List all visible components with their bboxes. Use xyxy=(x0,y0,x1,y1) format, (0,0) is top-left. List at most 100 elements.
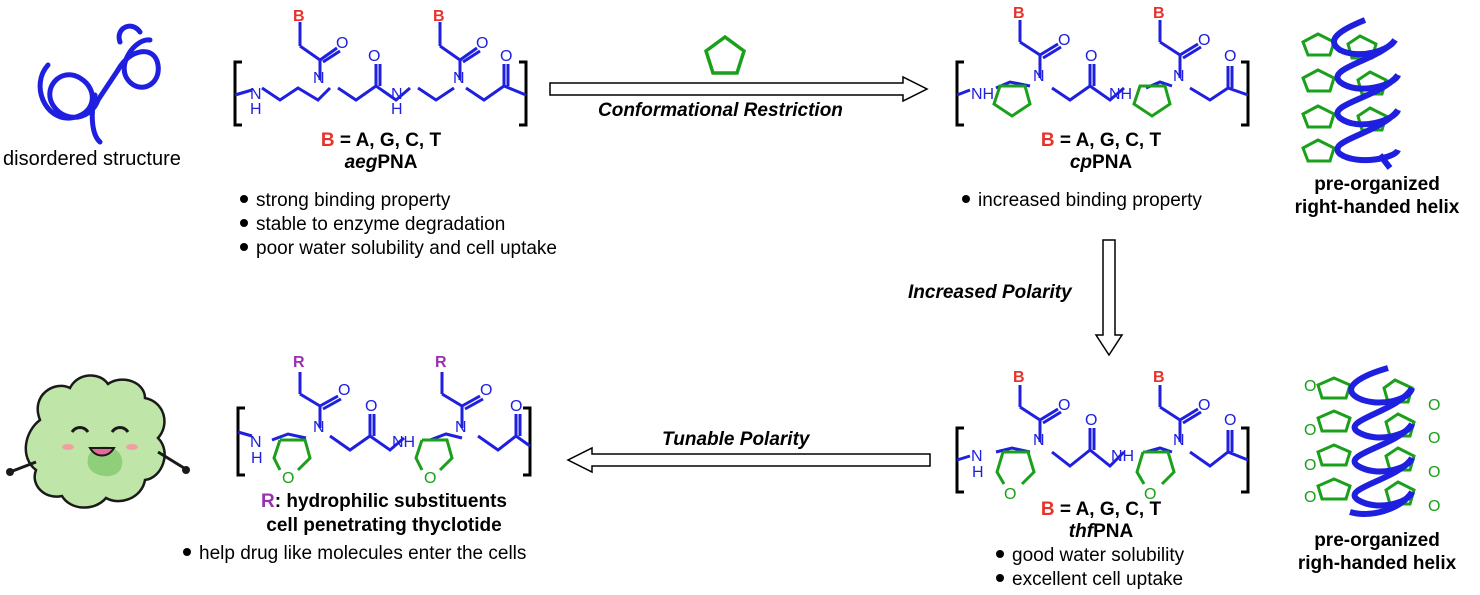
ring-oxygen-label: O xyxy=(1144,486,1157,503)
arrow-right-label: Increased Polarity xyxy=(908,282,1072,303)
helix-oxygen-label: O xyxy=(1428,397,1441,414)
helix-oxygen-label: O xyxy=(1428,498,1441,515)
nitrogen-label: N xyxy=(313,419,325,436)
cp-name: cpPNA xyxy=(1070,152,1132,174)
r-line2: cell penetrating thyclotide xyxy=(266,515,502,536)
r-pna-structure xyxy=(236,372,532,477)
cp-pna-structure xyxy=(955,20,1250,127)
nitrogen-label: N xyxy=(1033,68,1045,85)
cell-cartoon xyxy=(6,374,190,509)
aeg-base-prefix: B xyxy=(320,130,335,151)
cp-name-rest: PNA xyxy=(1092,152,1133,173)
nitrogen-label: N xyxy=(455,419,467,436)
oxygen-label: O xyxy=(480,382,493,399)
helix-bottom-graphic xyxy=(1316,365,1416,517)
aeg-name-rest: PNA xyxy=(377,152,418,173)
nh-label: NH xyxy=(1111,448,1135,465)
helix-top-label-line1: pre-organized xyxy=(1314,174,1440,195)
r-bullet: help drug like molecules enter the cells xyxy=(183,543,526,565)
helix-oxygen-label: O xyxy=(1304,489,1317,506)
oxygen-label: O xyxy=(476,35,489,52)
base-label: B xyxy=(1013,5,1025,22)
helix-bottom-label-line1: pre-organized xyxy=(1314,530,1440,551)
r-rest: : hydrophilic substituents xyxy=(274,491,507,512)
base-label: B xyxy=(1013,369,1025,386)
disordered-coil-graphic xyxy=(37,23,161,145)
oxygen-label: O xyxy=(1198,32,1211,49)
r-definition: R: hydrophilic substituents xyxy=(261,491,507,513)
nh-h-label: H xyxy=(251,450,263,467)
nh-n-label: N xyxy=(391,86,403,103)
oxygen-label: O xyxy=(1058,397,1071,414)
nh-h-label: H xyxy=(250,101,262,118)
arrow-tunable-polarity xyxy=(566,446,931,474)
aeg-pna-structure xyxy=(233,22,528,127)
thf-pna-structure xyxy=(955,385,1250,494)
oxygen-label: O xyxy=(1085,412,1098,429)
nh-h-label: H xyxy=(391,101,403,118)
aeg-bullet: strong binding property xyxy=(240,190,450,212)
cp-base-prefix: B xyxy=(1040,130,1055,151)
thf-base-definition: B = A, G, C, T xyxy=(1041,499,1161,521)
helix-oxygen-label: O xyxy=(1428,464,1441,481)
helix-oxygen-label: O xyxy=(1428,430,1441,447)
nh-n-label: N xyxy=(250,86,262,103)
thf-base-prefix: B xyxy=(1040,499,1055,520)
r-label: R xyxy=(435,354,447,371)
aeg-name: aegPNA xyxy=(345,152,418,174)
cp-base-rest: = A, G, C, T xyxy=(1054,130,1162,151)
oxygen-label: O xyxy=(1085,48,1098,65)
helix-top-graphic xyxy=(1301,17,1401,170)
oxygen-label: O xyxy=(365,398,378,415)
nh-label: NH xyxy=(392,434,416,451)
disordered-structure-label: disordered structure xyxy=(3,148,181,170)
nh-n-label: N xyxy=(250,434,262,451)
r-label: R xyxy=(293,354,305,371)
thf-name-italic: thf xyxy=(1068,521,1094,542)
cyclopentane-graphic xyxy=(703,34,747,75)
thf-bullet: excellent cell uptake xyxy=(996,569,1183,591)
helix-oxygen-label: O xyxy=(1304,422,1317,439)
arrow-top-label: Conformational Restriction xyxy=(598,100,843,121)
nh-n-label: N xyxy=(971,448,983,465)
thf-name: thfPNA xyxy=(1069,521,1133,543)
nh-label: NH xyxy=(1109,86,1133,103)
ring-oxygen-label: O xyxy=(424,470,437,487)
aeg-base-definition: B = A, G, C, T xyxy=(321,130,441,152)
oxygen-label: O xyxy=(1198,397,1211,414)
ring-oxygen-label: O xyxy=(1004,486,1017,503)
oxygen-label: O xyxy=(1058,32,1071,49)
helix-oxygen-label: O xyxy=(1304,378,1317,395)
cp-base-definition: B = A, G, C, T xyxy=(1041,130,1161,152)
nh-h-label: H xyxy=(972,464,984,481)
oxygen-label: O xyxy=(338,382,351,399)
aeg-base-rest: = A, G, C, T xyxy=(334,130,442,151)
oxygen-label: O xyxy=(500,48,513,65)
arrow-increased-polarity xyxy=(1094,239,1124,357)
thf-bullet: good water solubility xyxy=(996,545,1184,567)
nitrogen-label: N xyxy=(1173,68,1185,85)
base-label: B xyxy=(433,8,445,25)
r-prefix: R xyxy=(261,491,275,512)
nitrogen-label: N xyxy=(453,70,465,87)
oxygen-label: O xyxy=(368,48,381,65)
thf-base-rest: = A, G, C, T xyxy=(1054,499,1162,520)
nh-label: NH xyxy=(971,86,995,103)
base-label: B xyxy=(1153,369,1165,386)
nitrogen-label: N xyxy=(313,70,325,87)
helix-bottom-label-line2: righ-handed helix xyxy=(1297,553,1457,574)
nitrogen-label: N xyxy=(1033,432,1045,449)
helix-oxygen-label: O xyxy=(1304,457,1317,474)
oxygen-label: O xyxy=(1224,412,1237,429)
aeg-name-italic: aeg xyxy=(344,152,378,173)
cp-bullet: increased binding property xyxy=(962,190,1202,212)
aeg-bullet: poor water solubility and cell uptake xyxy=(240,238,557,260)
thf-name-rest: PNA xyxy=(1093,521,1134,542)
base-label: B xyxy=(293,8,305,25)
oxygen-label: O xyxy=(510,398,523,415)
base-label: B xyxy=(1153,5,1165,22)
arrow-conformational xyxy=(549,75,929,103)
cp-name-italic: cp xyxy=(1069,152,1093,173)
